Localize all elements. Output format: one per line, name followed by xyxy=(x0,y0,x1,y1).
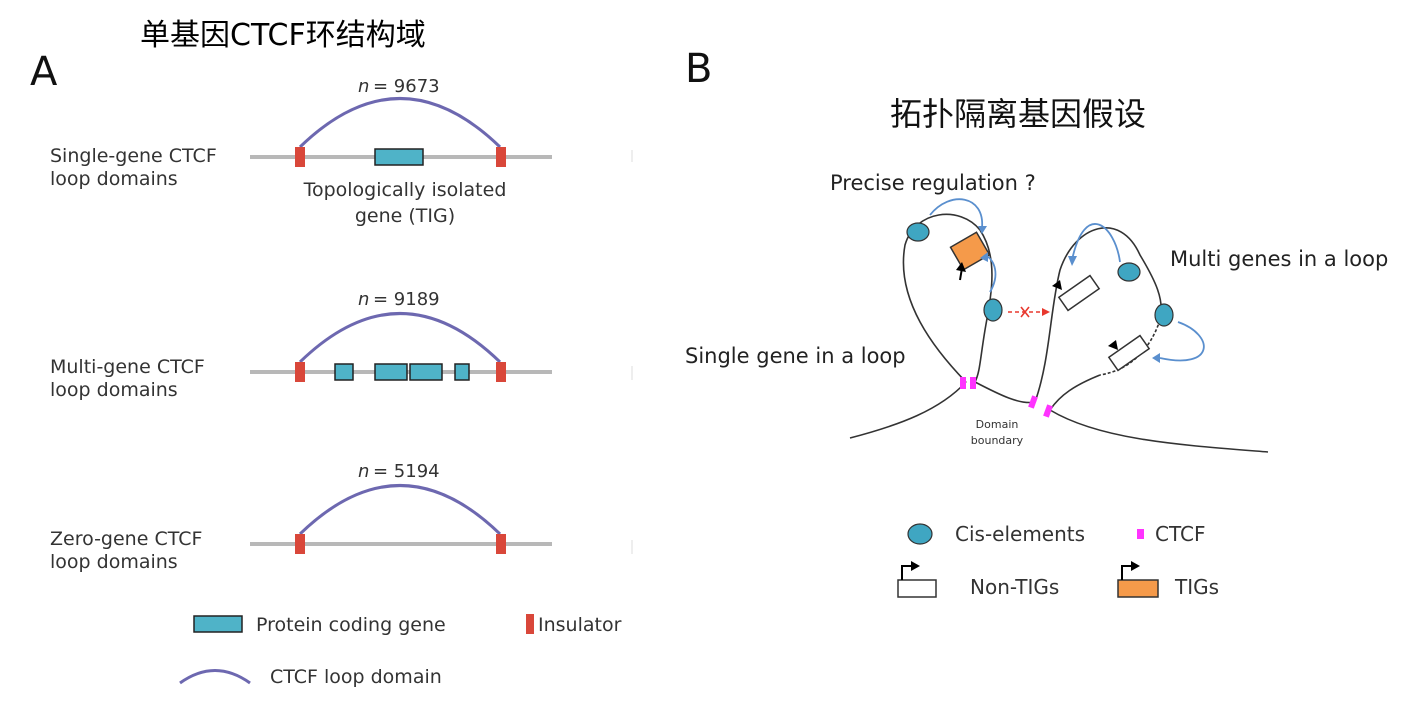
legend-non-tigs: Non-TIGs xyxy=(970,575,1059,599)
multi-gene-row: n = 9189 Multi-gene CTCF loop domains xyxy=(50,289,552,401)
non-tig-gene-upper xyxy=(1052,274,1101,312)
panel-b-legend: Cis-elements CTCF Non-TIGs TIGs xyxy=(897,522,1219,599)
domain-boundary-line2: boundary xyxy=(971,434,1024,447)
n-symbol: n xyxy=(358,461,369,482)
row-label-line1: Multi-gene CTCF xyxy=(50,356,205,378)
insulator-right xyxy=(496,362,506,382)
protein-coding-gene xyxy=(374,363,408,381)
tig-legend-swatch xyxy=(1117,579,1159,598)
protein-coding-gene xyxy=(334,363,354,381)
protein-coding-gene xyxy=(374,148,424,166)
insulator-left xyxy=(295,147,305,167)
single-gene-label: Single gene in a loop xyxy=(685,344,906,368)
non-tig-legend-swatch xyxy=(897,579,937,598)
legend-loop-domain: CTCF loop domain xyxy=(270,666,442,688)
panel-a-letter: A xyxy=(30,49,58,95)
regulation-arrows xyxy=(929,198,1205,362)
row-label-line2: loop domains xyxy=(50,551,178,573)
n-count-zero: = 5194 xyxy=(373,461,440,482)
n-count-single: = 9673 xyxy=(373,76,440,97)
non-tig-gene-lower xyxy=(1107,334,1151,372)
single-gene-row: n = 9673 Single-gene CTCF loop domains T… xyxy=(50,76,552,227)
arrow-heads xyxy=(978,226,1160,363)
row-label-line2: loop domains xyxy=(50,168,178,190)
insulator-left xyxy=(295,362,305,382)
precise-regulation-label: Precise regulation ? xyxy=(830,171,1036,195)
row-label-line1: Zero-gene CTCF xyxy=(50,528,202,550)
row-label-line2: loop domains xyxy=(50,379,178,401)
cis-legend-swatch xyxy=(907,523,933,545)
n-count-multi: = 9189 xyxy=(373,289,440,310)
row-label-line1: Single-gene CTCF xyxy=(50,145,217,167)
ctcf-loop-arc xyxy=(298,97,502,149)
insulator-left xyxy=(295,534,305,554)
insulator-right xyxy=(496,147,506,167)
tig-note-line2: gene (TIG) xyxy=(355,205,455,227)
tig-note-line1: Topologically isolated xyxy=(303,179,507,201)
multi-genes-label: Multi genes in a loop xyxy=(1170,247,1388,271)
gene-legend-swatch xyxy=(193,615,243,633)
ctcf-sites xyxy=(960,377,1053,418)
panel-b-title: 拓扑隔离基因假设 xyxy=(890,95,1146,133)
legend-tigs: TIGs xyxy=(1174,575,1219,599)
protein-coding-gene xyxy=(454,363,470,381)
panel-a-title: 单基因CTCF环结构域 xyxy=(140,18,426,53)
zero-gene-row: n = 5194 Zero-gene CTCF loop domains xyxy=(50,461,552,573)
cis-elements xyxy=(906,222,1174,327)
legend-ctcf: CTCF xyxy=(1155,522,1205,546)
legend-protein-coding: Protein coding gene xyxy=(256,614,446,636)
blocked-interaction xyxy=(1008,306,1050,318)
domain-boundary-line1: Domain xyxy=(976,418,1019,431)
tig-gene xyxy=(949,231,991,281)
protein-coding-gene xyxy=(409,363,443,381)
insulator-legend-swatch xyxy=(526,614,534,634)
arc-legend-swatch xyxy=(179,669,251,685)
n-symbol: n xyxy=(358,76,369,97)
ctcf-legend-swatch xyxy=(1137,529,1144,539)
panel-a-legend: Protein coding gene Insulator CTCF loop … xyxy=(179,614,622,688)
legend-insulator: Insulator xyxy=(538,614,622,636)
ctcf-loop-arc xyxy=(298,484,502,536)
ctcf-loop-arc xyxy=(298,312,502,364)
n-symbol: n xyxy=(358,289,369,310)
legend-cis: Cis-elements xyxy=(955,522,1085,546)
panel-b-letter: B xyxy=(685,46,712,92)
insulator-right xyxy=(496,534,506,554)
